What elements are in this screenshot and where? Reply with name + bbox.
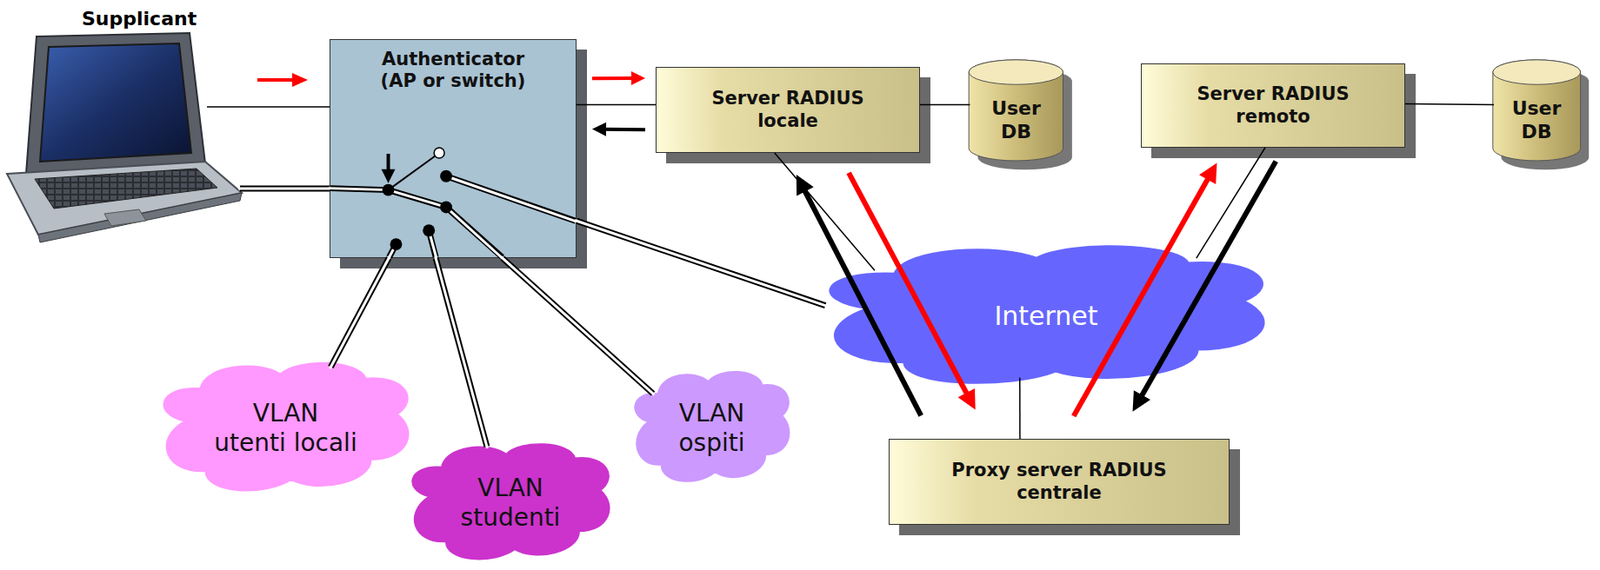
text-line: DB	[1512, 120, 1562, 144]
node-label: Server RADIUS locale	[711, 87, 864, 132]
text-line: User	[991, 97, 1041, 120]
vlan-link	[435, 256, 488, 449]
node-label: VLAN utenti locali	[213, 399, 357, 458]
text-line: User	[1512, 97, 1562, 120]
text-line: Server RADIUS	[711, 87, 864, 110]
server-box: Server RADIUS locale	[655, 66, 920, 154]
text-line: remoto	[1196, 106, 1349, 128]
text-line: VLAN	[678, 399, 745, 429]
node-label: VLAN ospiti	[678, 399, 745, 458]
node-label: Proxy server RADIUS centrale	[951, 460, 1167, 504]
text-line: locale	[711, 110, 864, 133]
database-cylinder: User DB	[964, 56, 1077, 169]
network-link	[576, 104, 656, 106]
message-arrow	[592, 71, 646, 86]
proxy-server-box: Proxy server RADIUS centrale	[888, 439, 1230, 526]
text-line: DB	[991, 120, 1041, 144]
text-line: Server RADIUS	[1196, 83, 1349, 106]
network-link	[774, 153, 875, 271]
network-link	[1019, 377, 1020, 440]
text-line: VLAN	[213, 399, 357, 429]
network-link	[1405, 103, 1494, 106]
node-label: User DB	[1512, 97, 1562, 144]
laptop-illustration	[0, 0, 348, 261]
vlan-link	[329, 256, 390, 369]
text-line: utenti locali	[213, 428, 357, 459]
message-arrow	[1073, 162, 1218, 416]
device-label: Supplicant	[81, 7, 197, 30]
text-line: centrale	[951, 482, 1167, 505]
text-line: Proxy server RADIUS	[951, 460, 1167, 482]
node-label: VLAN studenti	[460, 473, 561, 533]
database-cylinder: User DB	[1488, 56, 1594, 169]
network-link	[920, 104, 970, 106]
text-line: (AP or switch)	[380, 70, 527, 93]
text-line: Authenticator	[380, 48, 527, 71]
message-arrow	[796, 174, 921, 416]
text-line: VLAN	[460, 473, 561, 504]
message-arrow	[848, 173, 976, 411]
node-label: User DB	[991, 97, 1041, 144]
vlan-cloud: VLAN ospiti	[627, 366, 796, 490]
text-line: ospiti	[678, 428, 745, 459]
authenticator-box: Authenticator (AP or switch)	[329, 39, 577, 259]
node-label: Internet	[993, 300, 1098, 333]
message-arrow	[592, 122, 646, 137]
server-box: Server RADIUS remoto	[1140, 63, 1406, 148]
internet-cloud: Internet	[811, 240, 1281, 394]
vlan-cloud: VLAN studenti	[403, 439, 618, 568]
node-label: Authenticator (AP or switch)	[380, 48, 527, 93]
vlan-link	[500, 257, 654, 396]
vlan-link	[574, 220, 827, 307]
message-arrow	[1133, 161, 1277, 413]
text-line: studenti	[460, 503, 561, 534]
vlan-cloud: VLAN utenti locali	[153, 357, 419, 500]
node-label: Server RADIUS remoto	[1196, 83, 1349, 127]
